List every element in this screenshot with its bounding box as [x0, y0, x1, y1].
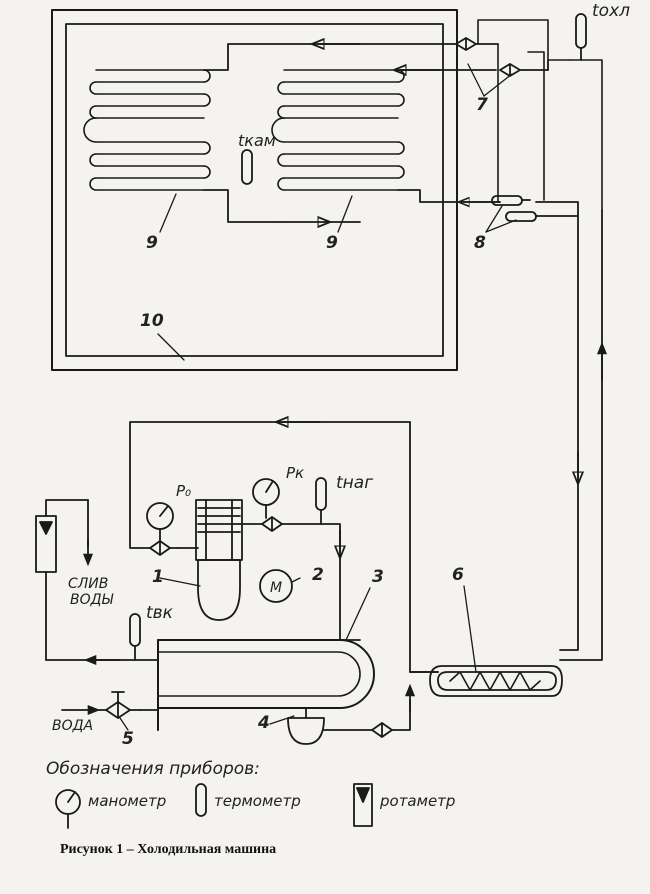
- electric-motor: [259, 569, 293, 603]
- liquid-valve: [371, 722, 393, 738]
- label-t-nag: tнаг: [336, 473, 373, 493]
- figure-caption: Рисунок 1 – Холодильная машина: [60, 842, 277, 857]
- water-inlet-valve: [105, 691, 141, 719]
- legend-rotameter-icon: [353, 783, 373, 827]
- number-4: 4: [257, 713, 270, 733]
- thermostatic-bulbs: [491, 195, 579, 222]
- label-pk: Pк: [286, 464, 304, 482]
- legend-title: Обозначения приборов:: [46, 759, 260, 779]
- liquid-line-right: [559, 209, 603, 661]
- regulating-valve-upper: [455, 37, 499, 51]
- number-6: 6: [452, 565, 464, 585]
- receiver: [287, 699, 411, 745]
- thermometer-t-vk: [129, 613, 141, 661]
- label-motor: М: [270, 580, 282, 596]
- condenser-shell: [157, 639, 375, 731]
- thermometer-t-ohl: [575, 13, 587, 61]
- legend-rotameter-label: ротаметр: [379, 792, 455, 810]
- number-10: 10: [140, 311, 164, 331]
- rotameter-drain: [35, 515, 57, 573]
- label-t-vk: tвк: [146, 603, 174, 623]
- number-2: 2: [312, 565, 324, 585]
- suction-valve: [149, 540, 179, 556]
- cold-chamber: [51, 9, 458, 371]
- number-9-left: 9: [146, 233, 158, 253]
- heat-exchanger: [429, 665, 563, 697]
- legend-manometer-icon: [55, 789, 81, 829]
- legend-thermometer-label: термометр: [214, 792, 301, 810]
- manometer-pk: [252, 478, 280, 519]
- thermometer-t-kam: [241, 149, 253, 185]
- evaporator-coil-left: [83, 69, 211, 191]
- number-1: 1: [152, 567, 164, 587]
- label-sliv: СЛИВ: [68, 576, 108, 592]
- label-t-ohl: tохл: [592, 1, 630, 21]
- label-p0: P₀: [176, 482, 191, 500]
- liquid-manifold: [477, 19, 603, 211]
- legend-thermometer-icon: [195, 783, 207, 817]
- label-vody: ВОДЫ: [70, 592, 114, 608]
- discharge-valve: [261, 516, 283, 532]
- number-9-right: 9: [326, 233, 338, 253]
- label-voda: ВОДА: [52, 718, 93, 734]
- number-7: 7: [476, 95, 488, 115]
- manometer-p0: [146, 502, 174, 541]
- legend-manometer-label: манометр: [88, 792, 166, 810]
- number-5: 5: [122, 729, 134, 749]
- regulating-valve-lower: [455, 63, 549, 77]
- compressor: [195, 499, 243, 621]
- number-3: 3: [372, 567, 384, 587]
- leader-lines: [119, 63, 517, 731]
- number-8: 8: [474, 233, 486, 253]
- compressor-piping: [129, 421, 439, 673]
- thermometer-t-nag: [315, 477, 327, 525]
- evaporator-coil-right: [271, 69, 405, 191]
- label-t-kam: tкам: [238, 131, 276, 150]
